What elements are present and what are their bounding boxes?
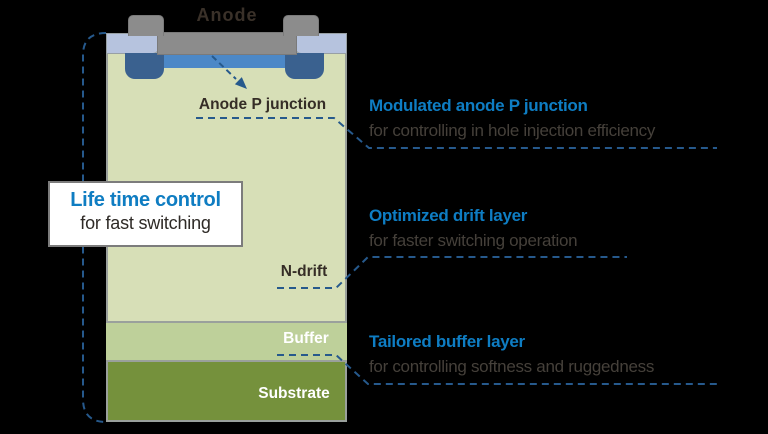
lifetime-control-callout: Life time control for fast switching — [48, 181, 243, 247]
annotation-anode-p-junction: Modulated anode P junction for controlli… — [369, 96, 655, 141]
p-well-left — [125, 53, 164, 79]
n-drift-connector-line — [277, 256, 627, 289]
anode-metal-post-left — [128, 15, 164, 36]
anode-p-junction-layer — [163, 53, 286, 68]
substrate-layer — [106, 362, 347, 422]
annotation-title: Modulated anode P junction — [369, 96, 588, 115]
anode-label: Anode — [196, 5, 258, 25]
annotation-title: Optimized drift layer — [369, 206, 528, 225]
buffer-connector-line — [277, 354, 717, 385]
annotation-title: Tailored buffer layer — [369, 332, 525, 351]
annotation-subtitle: for controlling softness and ruggedness — [369, 357, 655, 376]
anode-metal-post-right — [283, 15, 319, 36]
buffer-label: Buffer — [283, 330, 329, 347]
p-well-right — [285, 53, 324, 79]
annotation-buffer-layer: Tailored buffer layer for controlling so… — [369, 332, 654, 377]
substrate-label: Substrate — [258, 385, 330, 402]
lifetime-control-subtitle: for fast switching — [80, 213, 211, 233]
anode-p-junction-label: Anode P junction — [198, 96, 327, 113]
n-drift-label: N-drift — [280, 263, 328, 280]
anode-p-junction-connector-line — [196, 117, 717, 149]
annotation-subtitle: for controlling in hole injection effici… — [369, 121, 656, 140]
injection-arrow-head-icon — [234, 77, 247, 89]
annotation-subtitle: for faster switching operation — [369, 231, 578, 250]
injection-arrow-line — [211, 55, 237, 80]
lifetime-control-title: Life time control — [70, 189, 221, 211]
annotation-drift-layer: Optimized drift layer for faster switchi… — [369, 206, 578, 251]
anode-metal-bar — [157, 32, 297, 55]
